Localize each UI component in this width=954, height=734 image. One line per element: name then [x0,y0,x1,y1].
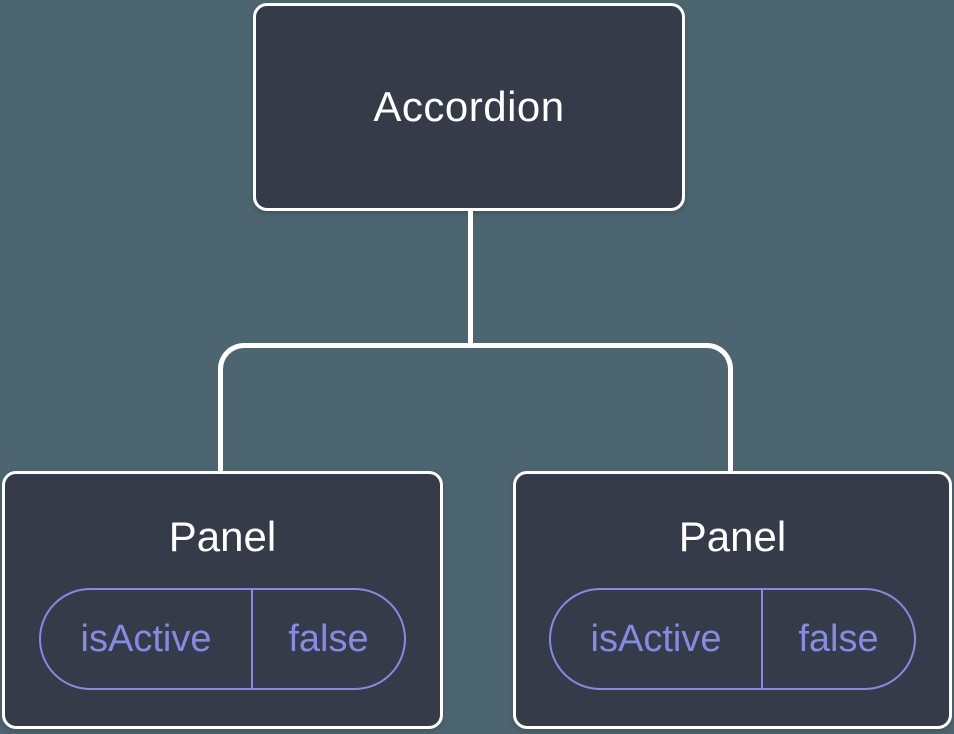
panel-node-label: Panel [679,512,786,562]
connector-branch-bracket [218,343,733,471]
state-value-label: false [763,590,914,688]
state-pill: isActive false [39,588,406,690]
state-value-label: false [253,590,404,688]
tree-node-panel-left: Panel isActive false [2,471,443,729]
accordion-node-label: Accordion [373,83,564,131]
tree-node-panel-right: Panel isActive false [513,471,952,729]
state-pill: isActive false [549,588,916,690]
tree-node-accordion: Accordion [253,3,685,211]
panel-node-label: Panel [169,512,276,562]
state-key-label: isActive [551,590,763,688]
connector-stem-line [468,209,473,347]
state-key-label: isActive [41,590,253,688]
